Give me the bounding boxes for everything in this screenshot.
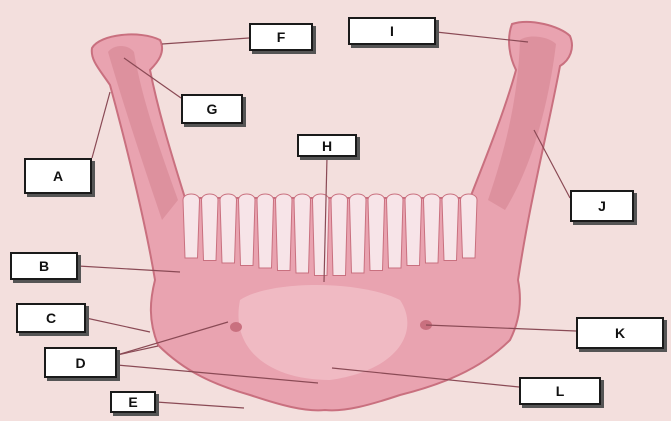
mental-foramen-left (230, 322, 242, 332)
label-c: C (16, 303, 86, 333)
tooth (239, 194, 256, 266)
label-e: E (110, 391, 156, 413)
label-j: J (570, 190, 634, 222)
tooth (220, 194, 237, 263)
tooth (350, 194, 367, 273)
tooth (387, 194, 404, 268)
tooth (461, 194, 478, 258)
tooth (424, 194, 441, 263)
tooth (405, 194, 422, 266)
label-l: L (519, 377, 601, 405)
label-a: A (24, 158, 92, 194)
label-h: H (297, 134, 357, 157)
tooth (331, 194, 348, 276)
tooth (294, 194, 311, 273)
label-k: K (576, 317, 664, 349)
label-g: G (181, 94, 243, 124)
label-f: F (249, 23, 313, 51)
label-d: D (44, 347, 117, 378)
tooth (368, 194, 385, 271)
tooth (313, 194, 330, 276)
label-i: I (348, 17, 436, 45)
tooth (257, 194, 274, 268)
tooth (276, 194, 293, 271)
tooth (202, 194, 219, 261)
tooth (442, 194, 459, 261)
label-b: B (10, 252, 78, 280)
tooth (183, 194, 200, 258)
